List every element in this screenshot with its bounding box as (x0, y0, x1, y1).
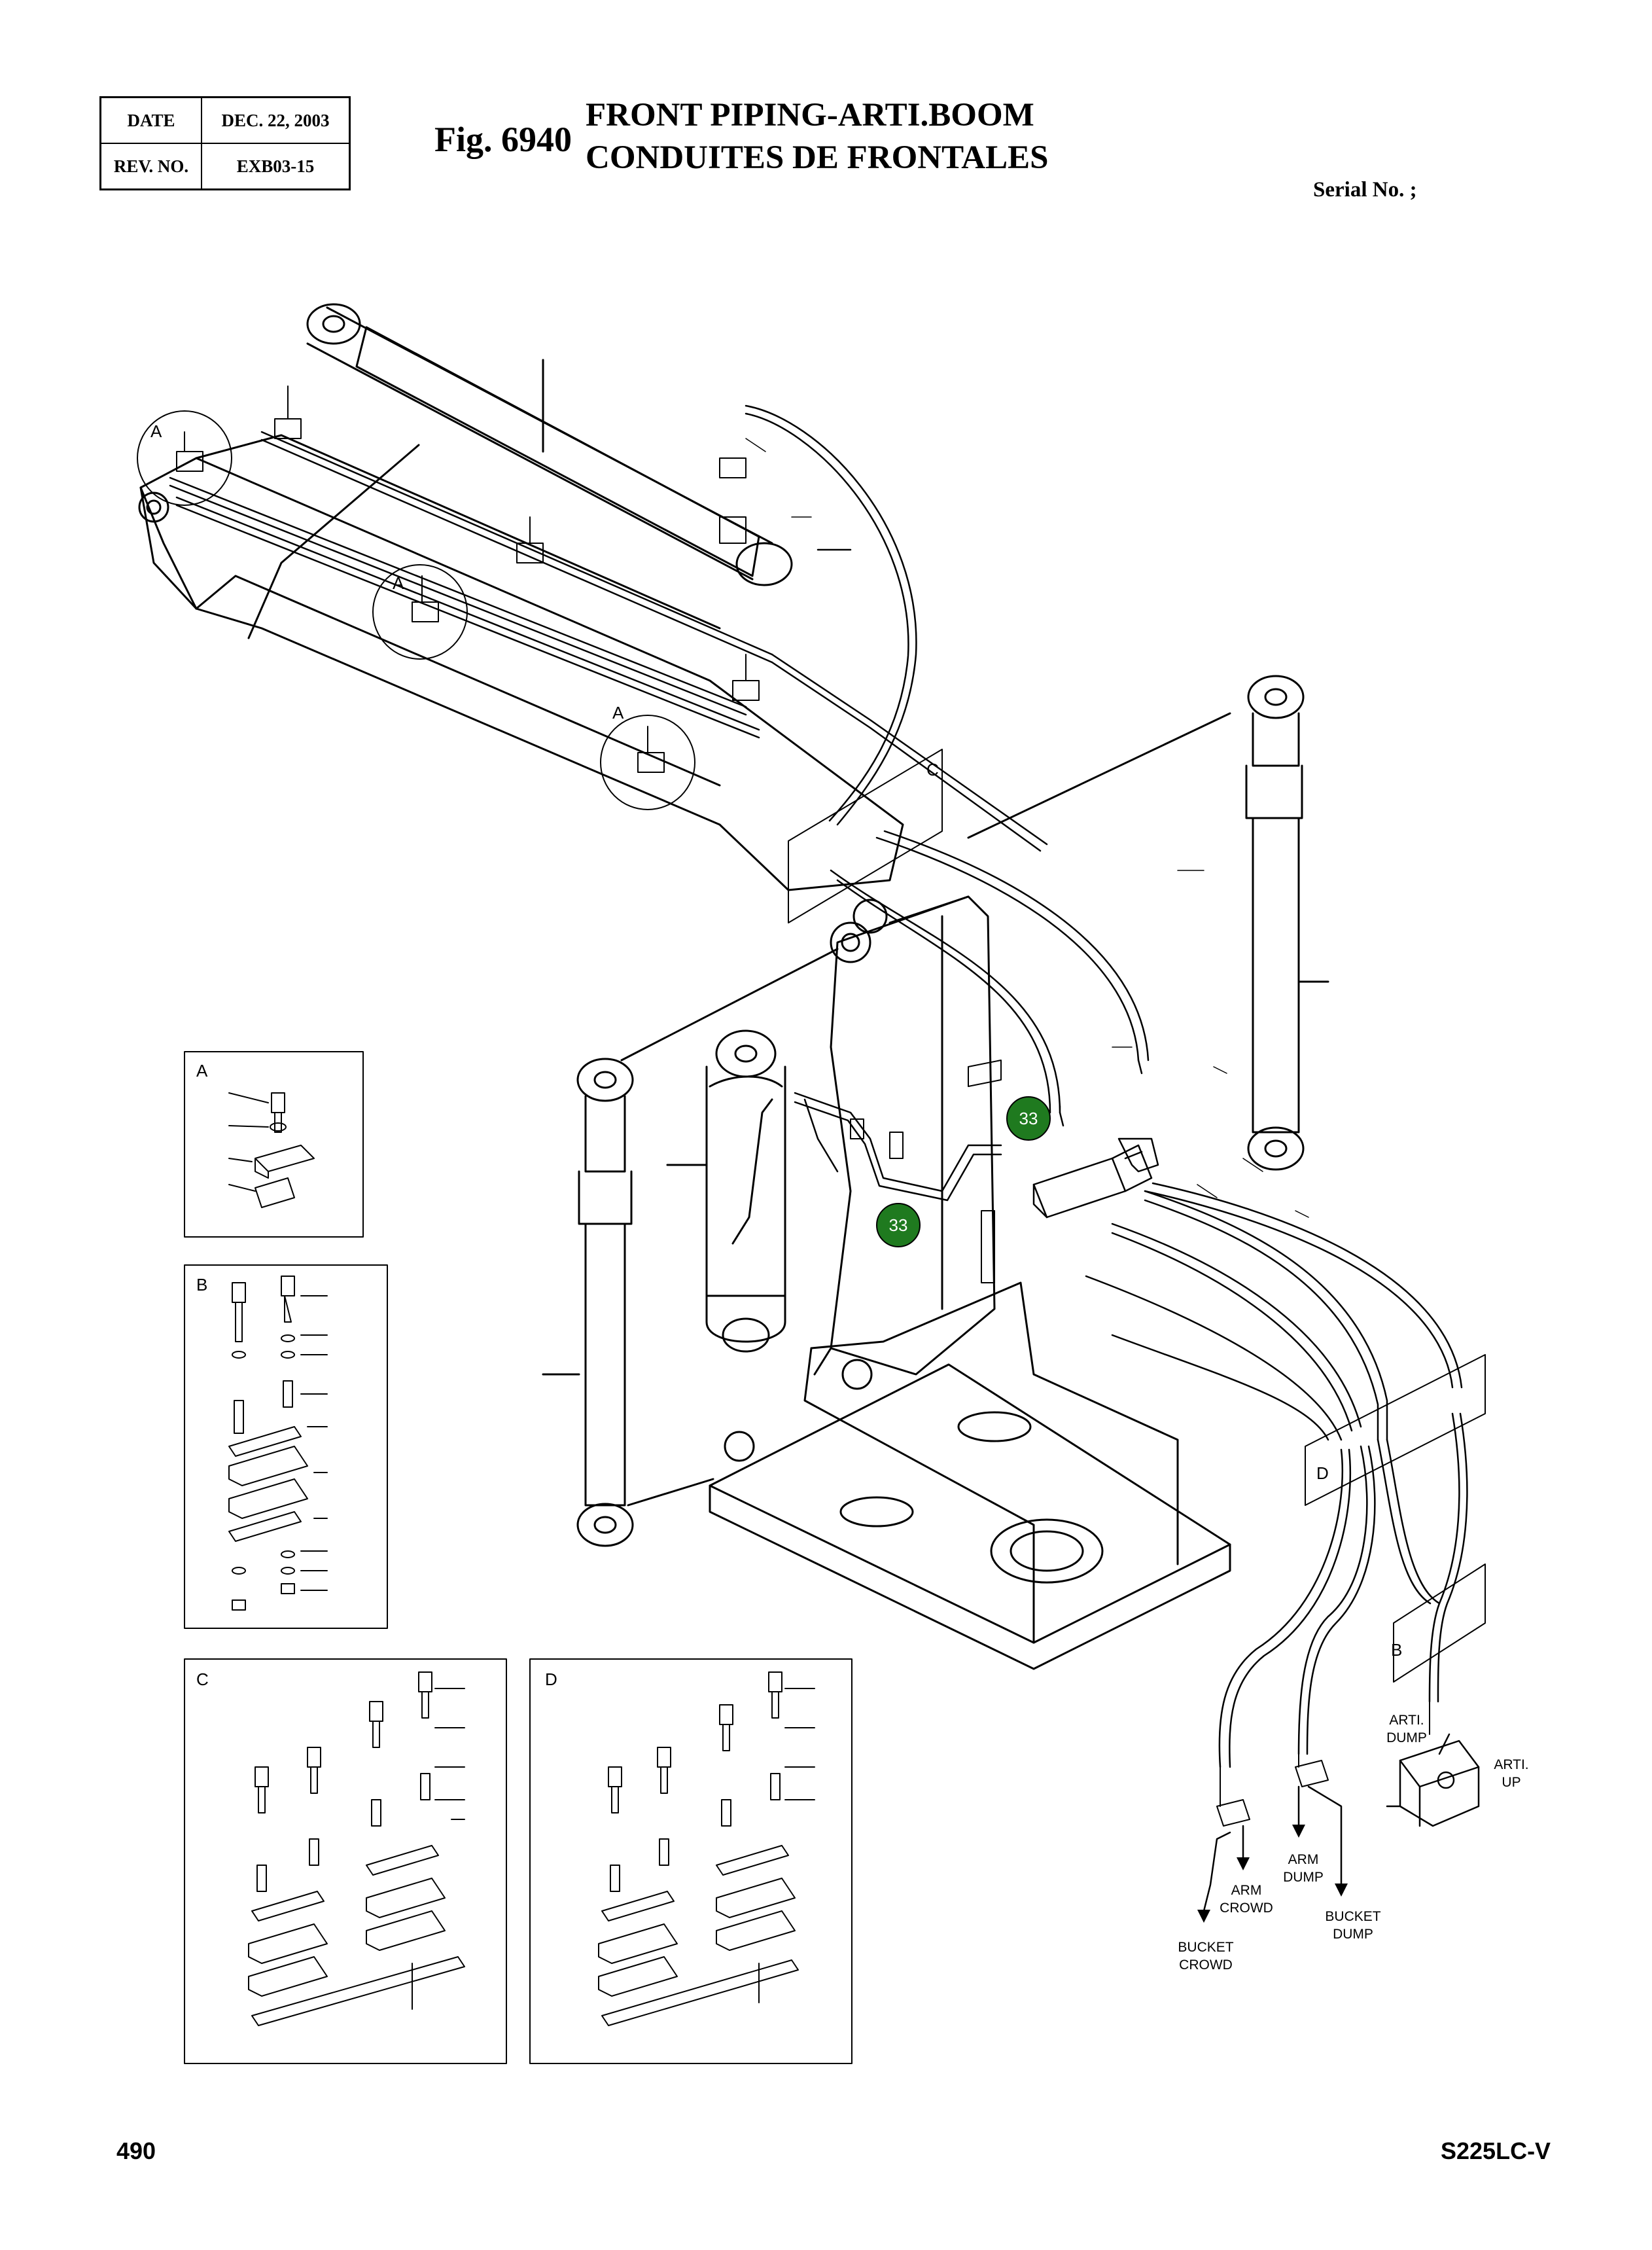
hose-end-fittings (1216, 1701, 1430, 1827)
arm-dump-label-1: ARM (1288, 1852, 1319, 1867)
lower-hose-bundle (1085, 1182, 1463, 1441)
callout-a-1: A (150, 421, 162, 441)
middle-cylinder-pipe (794, 1092, 1002, 1202)
articulated-boom (138, 434, 904, 891)
callout-d: D (1316, 1463, 1329, 1483)
boom-tubes (169, 431, 1048, 852)
bucket-crowd-label-2: CROWD (1179, 1957, 1233, 1973)
bucket-dump-label-1: BUCKET (1325, 1909, 1380, 1924)
arti-up-label-2: UP (1502, 1775, 1520, 1790)
badge-text-upper: 33 (1019, 1109, 1038, 1128)
serial-number: Serial No. ; (1313, 178, 1417, 202)
callout-c: C (926, 760, 939, 779)
figure-number: Fig. 6940 (434, 120, 572, 159)
center-valve-blocks (1032, 1137, 1159, 1219)
callout-b: B (1391, 1640, 1402, 1660)
detail-panel-d (529, 1658, 852, 2064)
arti-dump-label-2: DUMP (1386, 1730, 1427, 1745)
callout-a-2: A (393, 573, 404, 593)
detail-c-box (788, 749, 943, 923)
panel-d-label: D (545, 1670, 557, 1689)
arti-cylinder-middle (666, 1029, 786, 1353)
arm-crowd-label-1: ARM (1231, 1883, 1262, 1898)
detail-panel-a (184, 1051, 364, 1238)
part-33-badge-upper: 33 (1006, 1096, 1051, 1141)
bucket-dump-label-2: DUMP (1333, 1927, 1373, 1942)
port-arrows (1203, 1785, 1343, 1912)
rev-label: REV. NO. (99, 143, 202, 190)
title-french: CONDUITES DE FRONTALES (586, 139, 1049, 176)
boom-cylinder-right (967, 675, 1329, 1171)
detail-panel-c (184, 1658, 507, 2064)
arti-up-label-1: ARTI. (1494, 1757, 1528, 1772)
panel-a-label: A (196, 1061, 208, 1080)
callout-a-3: A (612, 703, 624, 723)
swing-bracket (813, 895, 996, 1376)
arrow-heads (1197, 1825, 1348, 1923)
detail-d-box (1305, 1354, 1486, 1506)
detail-panel-b (184, 1264, 388, 1629)
page-number: 490 (116, 2137, 156, 2164)
title-english: FRONT PIPING-ARTI.BOOM (586, 97, 1034, 134)
arm-dump-label-2: DUMP (1283, 1870, 1324, 1885)
boom-clamps (274, 385, 760, 701)
rev-value: EXB03-15 (201, 143, 351, 190)
leader-lines (745, 438, 1309, 1218)
part-33-badge-lower: 33 (876, 1203, 921, 1247)
control-valve (1386, 1733, 1480, 1827)
badge-text-lower: 33 (889, 1215, 908, 1235)
revision-info-table: DATE DEC. 22, 2003 REV. NO. EXB03-15 (99, 96, 351, 190)
panel-c-label: C (196, 1670, 209, 1689)
arm-cylinder (306, 303, 793, 586)
bucket-crowd-label-1: BUCKET (1178, 1940, 1233, 1955)
detail-b-box (1393, 1563, 1486, 1683)
base-plate (709, 1281, 1231, 1670)
upper-hoses (745, 404, 917, 826)
detail-a-callouts (137, 410, 695, 810)
arti-dump-label-1: ARTI. (1389, 1713, 1424, 1728)
arti-cylinder-left (542, 948, 839, 1547)
descending-hoses (1218, 1412, 1468, 1768)
date-value: DEC. 22, 2003 (201, 96, 351, 144)
bracket-clamps (850, 1060, 1002, 1283)
date-label: DATE (99, 96, 202, 144)
arm-crowd-label-2: CROWD (1220, 1901, 1273, 1916)
model-code: S225LC-V (1441, 2137, 1551, 2164)
panel-b-label: B (196, 1275, 207, 1295)
